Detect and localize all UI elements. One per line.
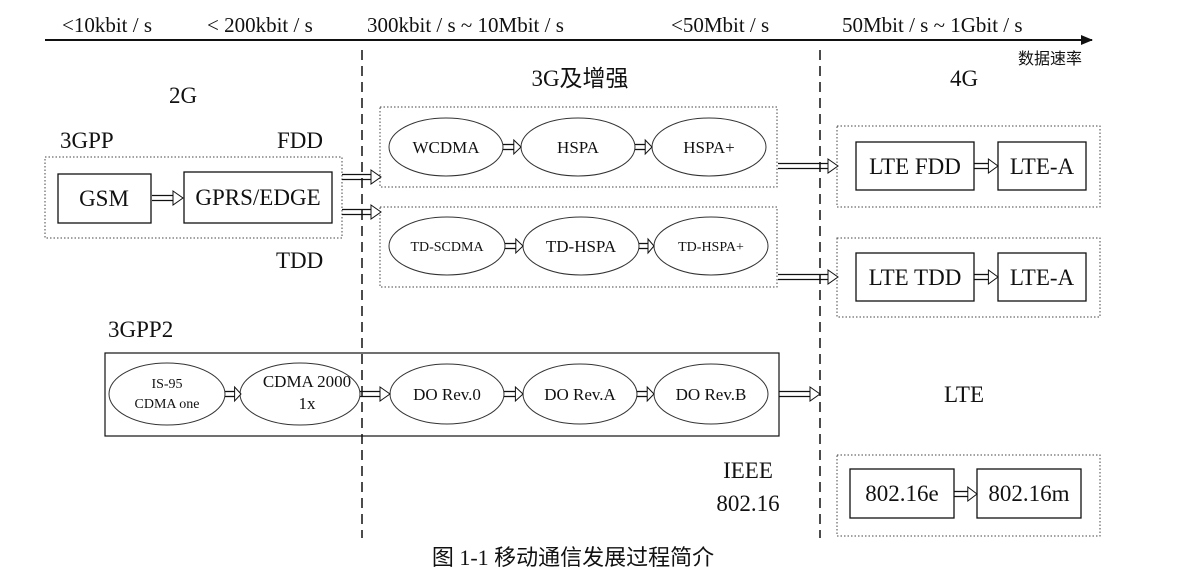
arrow-80216e-80216m	[954, 485, 978, 503]
arrow-ltefdd-ltea	[974, 158, 999, 174]
figure-caption: 图 1-1 移动通信发展过程简介	[432, 545, 714, 570]
node-do-rev0-label: DO Rev.0	[413, 385, 481, 404]
box-lte-tdd: LTE TDD	[855, 252, 975, 302]
node-is95-label-line2: CDMA one	[135, 397, 200, 412]
node-td-hspa-label: TD-HSPA	[546, 237, 617, 256]
arrow-fdd-lte	[778, 158, 839, 174]
box-802-16m: 802.16m	[976, 468, 1082, 519]
label-lte: LTE	[944, 382, 984, 407]
evolution-arrows	[152, 138, 999, 503]
node-td-hspa-plus-label: TD-HSPA+	[678, 240, 744, 255]
rate-label-4: <50Mbit / s	[671, 13, 769, 37]
node-hspa-plus-label: HSPA+	[683, 138, 735, 157]
box-lte-a-fdd: LTE-A	[997, 141, 1087, 191]
data-rate-axis-label: 数据速率	[1018, 50, 1082, 68]
node-cdma2000-label-line2: 1x	[299, 394, 317, 413]
arrow-tdd-lte	[778, 269, 839, 285]
label-fdd: FDD	[277, 128, 323, 153]
label-ieee-802-16: 802.16	[716, 491, 779, 516]
generation-3g: 3G及增强	[531, 66, 628, 91]
box-802-16e: 802.16e	[849, 468, 955, 519]
group-3g-tdd	[379, 206, 778, 288]
group-4g-wimax	[836, 454, 1101, 537]
generation-2g: 2G	[169, 83, 197, 108]
arrow-gsm-gprs	[152, 190, 184, 206]
arrow-tdhspa-tdhspaplus	[639, 237, 655, 255]
node-td-hspa: TD-HSPA	[522, 216, 640, 276]
arrow-2g-tdd	[342, 204, 382, 220]
node-hspa: HSPA	[520, 117, 636, 177]
box-lte-a-tdd-label: LTE-A	[1010, 265, 1075, 290]
group-3g-fdd	[379, 106, 778, 188]
box-gprs-edge-label: GPRS/EDGE	[195, 185, 320, 210]
node-do-revb: DO Rev.B	[653, 363, 769, 425]
node-hspa-plus: HSPA+	[651, 117, 767, 177]
rate-label-3: 300kbit / s ~ 10Mbit / s	[367, 13, 564, 37]
node-cdma2000: CDMA 2000 1x	[239, 362, 361, 426]
box-802-16e-label: 802.16e	[865, 481, 938, 506]
node-td-scdma-label: TD-SCDMA	[410, 240, 484, 255]
node-do-reva: DO Rev.A	[522, 363, 638, 425]
node-is95: IS-95 CDMA one	[108, 362, 226, 426]
box-lte-fdd-label: LTE FDD	[869, 154, 961, 179]
arrow-3gpp2-out	[779, 386, 821, 402]
node-td-scdma: TD-SCDMA	[388, 216, 506, 276]
arrow-wcdma-hspa	[503, 138, 522, 156]
node-td-hspa-plus: TD-HSPA+	[653, 216, 769, 276]
node-is95-label-line1: IS-95	[151, 377, 182, 392]
node-do-rev0: DO Rev.0	[389, 363, 505, 425]
arrow-hspa-hspaplus	[635, 138, 653, 156]
arrow-doa-dob	[637, 385, 655, 403]
arrow-cdma2000-do0	[360, 386, 391, 402]
arrow-ltetdd-ltea	[974, 269, 999, 285]
box-802-16m-label: 802.16m	[988, 481, 1069, 506]
node-cdma2000-label-line1: CDMA 2000	[263, 372, 351, 391]
box-lte-tdd-label: LTE TDD	[869, 265, 962, 290]
box-gsm-label: GSM	[79, 186, 129, 211]
box-lte-fdd: LTE FDD	[855, 141, 975, 191]
arrow-do0-doa	[504, 385, 524, 403]
node-wcdma-label: WCDMA	[412, 138, 480, 157]
node-hspa-label: HSPA	[557, 138, 600, 157]
rate-label-5: 50Mbit / s ~ 1Gbit / s	[842, 13, 1023, 37]
node-wcdma: WCDMA	[388, 117, 504, 177]
node-do-revb-label: DO Rev.B	[676, 385, 747, 404]
arrow-tdscdma-tdhspa	[505, 237, 524, 255]
group-2g-gsm	[44, 156, 343, 239]
rate-label-1: <10kbit / s	[62, 13, 152, 37]
box-gprs-edge: GPRS/EDGE	[183, 171, 333, 224]
rate-label-2: < 200kbit / s	[207, 13, 313, 37]
label-ieee: IEEE	[723, 458, 773, 483]
group-3gpp2	[104, 352, 780, 437]
arrow-2g-fdd	[342, 169, 382, 185]
node-do-reva-label: DO Rev.A	[544, 385, 616, 404]
label-3gpp2: 3GPP2	[108, 317, 173, 342]
generation-4g: 4G	[950, 66, 978, 91]
box-lte-a-fdd-label: LTE-A	[1010, 154, 1075, 179]
arrow-is95-cdma2000	[225, 385, 242, 403]
box-gsm: GSM	[57, 173, 152, 224]
label-tdd: TDD	[276, 248, 323, 273]
box-lte-a-tdd: LTE-A	[997, 252, 1087, 302]
label-3gpp: 3GPP	[60, 128, 114, 153]
